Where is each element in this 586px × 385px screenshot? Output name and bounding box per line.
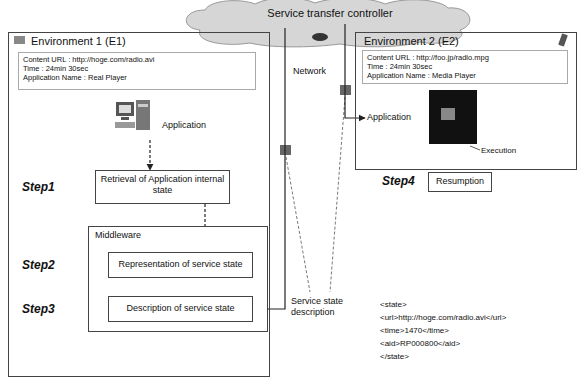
leader-line	[330, 97, 345, 292]
leader-line	[286, 157, 310, 292]
application-node: Application	[112, 96, 220, 140]
node-text: Time : 24min 30sec	[367, 62, 563, 71]
pc-icon	[14, 36, 25, 44]
execution-label: Execution	[481, 146, 516, 156]
xml-line: <time>1470</time>	[380, 326, 449, 336]
process-box: Description of service state	[108, 296, 253, 322]
environment-frame: Environment 2 (E2) Content URL : http://f…	[355, 32, 577, 170]
node-text: Content URL : http://foo.jp/radio.mpg	[367, 53, 563, 62]
state-info-box: Content URL : http://foo.jp/radio.mpgTim…	[362, 50, 568, 84]
process-box: Retrieval of Application internal state	[95, 170, 230, 204]
xml-line: <state>	[380, 300, 407, 310]
environment-frame: Environment 1 (E1) Content URL : http://h…	[8, 32, 270, 377]
node-text: Service transfer controller	[184, 7, 476, 20]
node-text: Application Name : Real Player	[23, 73, 251, 82]
player-screen	[427, 90, 481, 146]
node-text: Retrieval of Application internal state	[100, 174, 225, 196]
node-text: Representation of service state	[113, 259, 248, 270]
xml-line: <aid>RP000800</aid>	[380, 339, 460, 349]
node-text: Application	[367, 112, 481, 123]
node-text: Description of service state	[113, 303, 248, 314]
connector	[149, 140, 150, 170]
xml-line: <url>http://hoge.com/radio.avi</url>	[380, 313, 506, 323]
step-label: Step1	[22, 180, 55, 194]
frame-title: Environment 1 (E1)	[31, 35, 265, 48]
application-node: Application	[365, 90, 483, 146]
node-text: Resumption	[432, 176, 488, 187]
phone-icon	[558, 33, 568, 46]
frame-title: Environment 2 (E2)	[364, 35, 572, 48]
process-box: Resumption	[428, 172, 492, 192]
step-label: Step4	[382, 174, 415, 188]
application-icon	[112, 96, 160, 138]
xml-line: </state>	[380, 352, 409, 362]
node-text: Application	[162, 120, 218, 131]
step-label: Step2	[22, 258, 55, 272]
frame-title: Middleware	[95, 230, 165, 241]
node-text: Time : 24min 30sec	[23, 64, 251, 73]
middleware-box: MiddlewareRepresentation of service stat…	[88, 226, 268, 332]
description-label: Service state description	[291, 296, 353, 318]
process-box: Representation of service state	[108, 252, 253, 278]
controller-hub	[312, 33, 328, 41]
step-label: Step3	[22, 302, 55, 316]
node-text: Content URL : http://hoge.com/radio.avi	[23, 55, 251, 64]
node-text: Application Name : Media Player	[367, 71, 563, 80]
execution-pointer	[470, 146, 480, 150]
network-label: Network	[293, 66, 326, 77]
cloud-node: Service transfer controller	[180, 2, 480, 28]
state-info-box: Content URL : http://hoge.com/radio.aviT…	[18, 52, 256, 90]
